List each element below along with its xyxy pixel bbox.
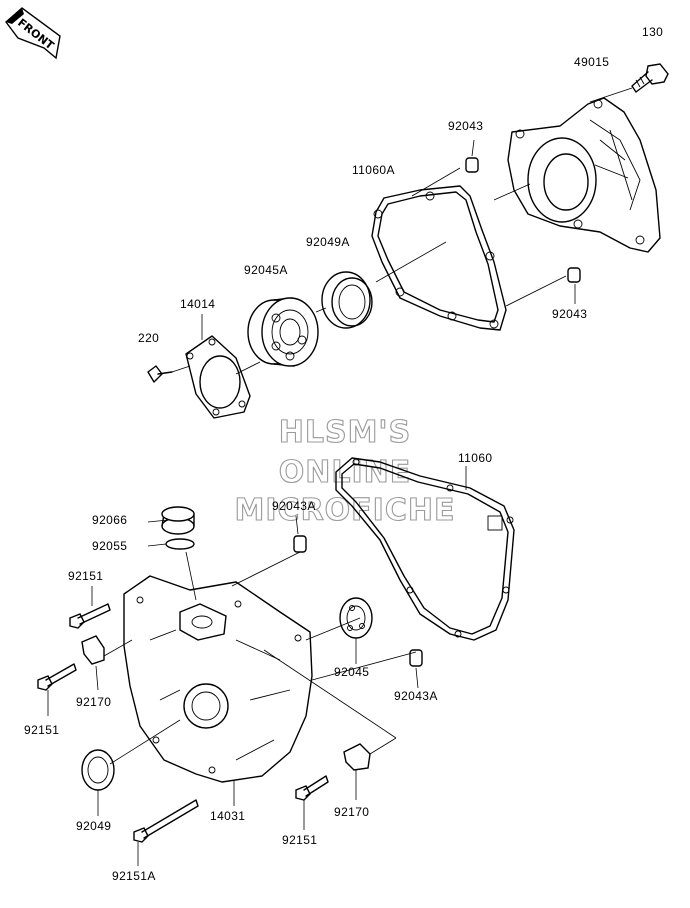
part-labels: 130 49015 92043 11060A 92049A 92045A 140… (24, 25, 663, 883)
label-14031: 14031 (210, 809, 245, 823)
seal-92049-icon (81, 749, 115, 791)
label-92066: 92066 (92, 513, 127, 527)
bearing-92045A-icon (247, 297, 319, 367)
dowel-92043A-top-icon (293, 535, 307, 553)
label-130: 130 (642, 25, 663, 39)
label-220: 220 (138, 331, 159, 345)
bolt-92151-b-icon (37, 663, 77, 691)
label-92049A: 92049A (306, 235, 350, 249)
label-92055: 92055 (92, 539, 127, 553)
dowel-92043A-bottom-icon (409, 649, 423, 667)
clamp-92170-left-icon (81, 635, 105, 665)
bolt-92151-a-icon (69, 603, 111, 629)
dowel-92043-top-icon (465, 157, 479, 173)
bolt-92151A-icon (133, 799, 199, 843)
plate-14014-icon (185, 335, 251, 419)
gasket-11060-icon (335, 457, 515, 641)
label-92151-a: 92151 (68, 569, 103, 583)
label-92170-right: 92170 (334, 805, 369, 819)
label-49015: 49015 (574, 55, 609, 69)
label-92151-c: 92151 (282, 833, 317, 847)
lower-lead-lines (47, 466, 467, 866)
label-11060: 11060 (458, 451, 492, 465)
upper-lead-lines (171, 87, 633, 375)
bearing-92045-icon (339, 597, 373, 639)
cap-92066-icon (161, 506, 195, 535)
label-92043A-bottom: 92043A (394, 689, 438, 703)
label-92045A: 92045A (244, 263, 288, 277)
clamp-92170-right-icon (343, 743, 371, 771)
bolt-92151-c-icon (295, 775, 329, 801)
cover-14031-icon (123, 575, 313, 783)
screw-220-icon (147, 365, 173, 383)
label-92049: 92049 (76, 819, 111, 833)
label-92043A-top: 92043A (272, 499, 316, 513)
bolt-130-icon (631, 63, 669, 93)
label-11060A: 11060A (352, 163, 395, 177)
label-92045: 92045 (334, 665, 369, 679)
o-ring-92055-icon (165, 538, 195, 550)
watermark-line1: HLSM'S (279, 415, 411, 450)
label-92043-top: 92043 (448, 119, 483, 133)
cover-49015-icon (507, 97, 661, 253)
front-arrow-icon: FRONT (5, 7, 61, 60)
label-92151-b: 92151 (24, 723, 59, 737)
label-92151A: 92151A (112, 869, 156, 883)
label-92170-left: 92170 (76, 695, 111, 709)
gasket-11060A-icon (371, 185, 507, 331)
dowel-92043-right-icon (567, 267, 581, 283)
seal-92049A-icon (321, 271, 373, 329)
label-92043-right: 92043 (552, 307, 587, 321)
label-14014: 14014 (180, 297, 215, 311)
